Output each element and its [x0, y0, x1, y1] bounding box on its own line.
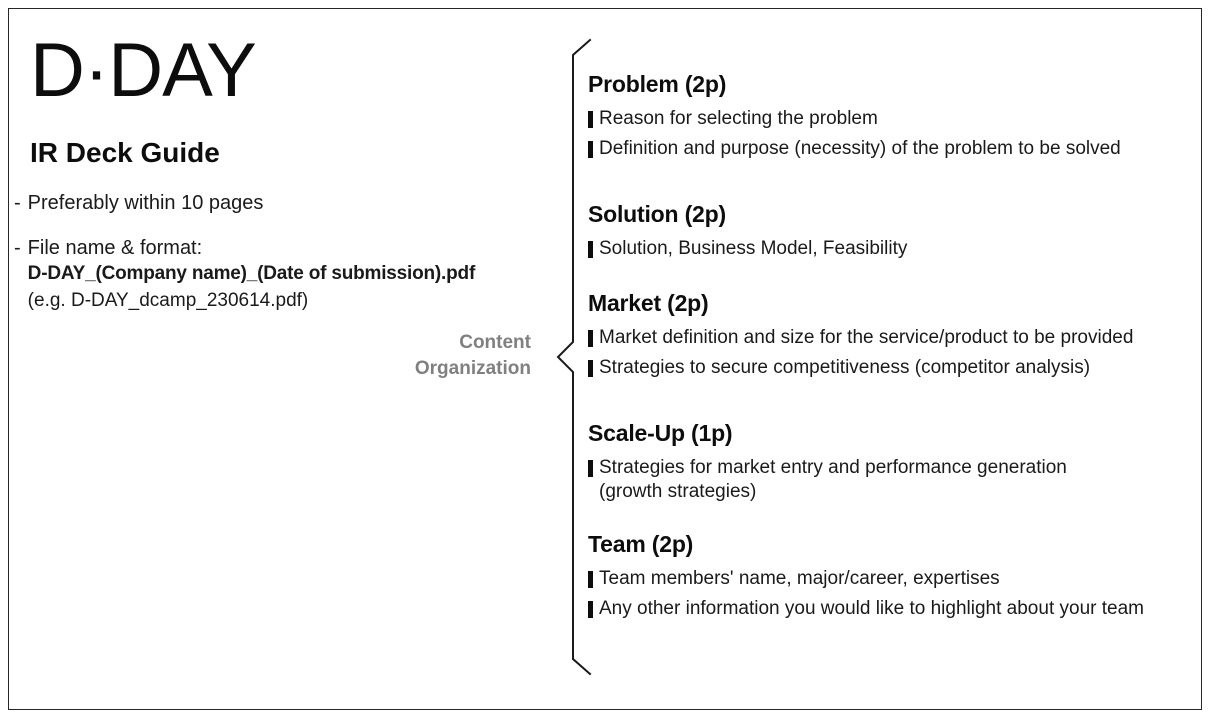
content-organization-line2: Organization	[414, 358, 531, 380]
bullet-bar-icon	[588, 140, 593, 158]
dash-marker: -	[14, 192, 21, 214]
section-heading: Scale-Up (1p)	[588, 420, 733, 446]
note-item-filename: - File name & format: D-DAY_(Company nam…	[14, 235, 475, 315]
bullet-row: Strategies to secure competitiveness (co…	[588, 356, 1198, 380]
section-scale-up: Scale-Up (1p) Strategies for market entry…	[588, 420, 1198, 510]
section-solution: Solution (2p) Solution, Business Model, F…	[588, 201, 1198, 267]
bullet-text: Solution, Business Model, Feasibility	[599, 237, 908, 259]
note-item-pages: - Preferably within 10 pages	[14, 190, 263, 216]
bullet-bar-icon	[588, 459, 593, 477]
bullet-text: Reason for selecting the problem	[599, 107, 878, 129]
bullet-text: Any other information you would like to …	[599, 597, 1144, 619]
section-heading: Solution (2p)	[588, 201, 726, 227]
right-column: Problem (2p) Reason for selecting the pro…	[588, 9, 1198, 709]
bullet-row: Strategies for market entry and performa…	[588, 456, 1198, 505]
left-column: D·DAY IR Deck Guide - Preferably within …	[9, 9, 554, 709]
section-problem: Problem (2p) Reason for selecting the pro…	[588, 71, 1198, 167]
bullet-bar-icon	[588, 110, 593, 128]
bullet-row: Team members' name, major/career, expert…	[588, 567, 1198, 591]
section-heading: Problem (2p)	[588, 71, 727, 97]
note-row: - Preferably within 10 pages	[14, 190, 263, 216]
bullet-row: Solution, Business Model, Feasibility	[588, 237, 1198, 261]
note-lines: File name & format: D-DAY_(Company name)…	[27, 235, 476, 315]
note-line-text: File name & format:	[27, 237, 203, 259]
bullet-text: Market definition and size for the servi…	[599, 326, 1134, 348]
bullet-row: Definition and purpose (necessity) of th…	[588, 137, 1198, 161]
bullet-row: Any other information you would like to …	[588, 597, 1198, 621]
bullet-bar-icon	[588, 359, 593, 377]
bullet-text: Strategies to secure competitiveness (co…	[599, 356, 1091, 378]
content-organization-label: Content Organization	[346, 330, 531, 382]
note-lines: Preferably within 10 pages	[28, 190, 264, 216]
bullet-row: Reason for selecting the problem	[588, 107, 1198, 131]
bullet-bar-icon	[588, 329, 593, 347]
bullet-text: Team members' name, major/career, expert…	[599, 567, 1000, 589]
bullet-row: Market definition and size for the servi…	[588, 326, 1198, 350]
brand-title: D·DAY	[30, 28, 257, 113]
filename-format: D-DAY_(Company name)_(Date of submission…	[27, 263, 476, 285]
filename-example: (e.g. D-DAY_dcamp_230614.pdf)	[27, 290, 309, 312]
section-heading: Market (2p)	[588, 290, 709, 316]
bullet-bar-icon	[588, 600, 593, 618]
bullet-text: Strategies for market entry and performa…	[599, 456, 1067, 502]
dash-marker: -	[14, 237, 21, 259]
bullet-bar-icon	[588, 240, 593, 258]
page-border	[8, 8, 1202, 710]
deck-subtitle: IR Deck Guide	[30, 137, 220, 168]
content-organization-line1: Content	[459, 332, 531, 353]
section-market: Market (2p) Market definition and size fo…	[588, 290, 1198, 386]
note-line-text: Preferably within 10 pages	[27, 192, 264, 214]
note-row: - File name & format: D-DAY_(Company nam…	[14, 235, 475, 315]
bullet-bar-icon	[588, 570, 593, 588]
section-heading: Team (2p)	[588, 531, 694, 557]
bullet-text: Definition and purpose (necessity) of th…	[599, 137, 1121, 159]
section-team: Team (2p) Team members' name, major/caree…	[588, 531, 1198, 627]
